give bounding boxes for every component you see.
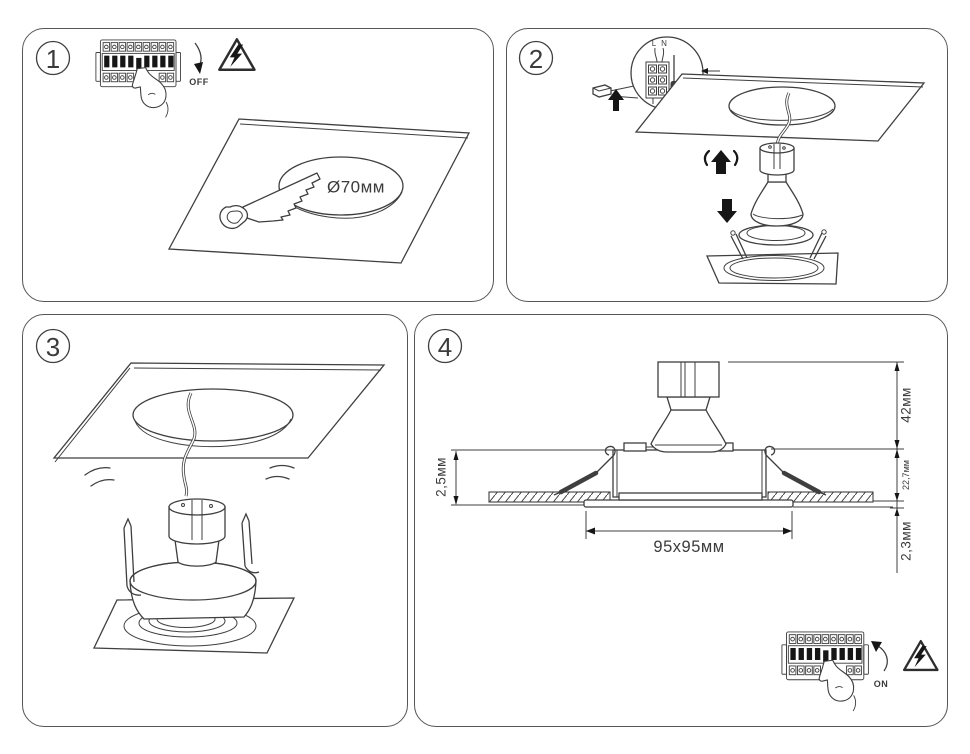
step-panel-2: 2 L N: [506, 28, 948, 302]
terminal-live-label: L: [652, 39, 657, 48]
lamp-bulb: [650, 409, 727, 453]
callout-pointer-arrow: [701, 68, 708, 74]
step-panel-3: 3: [22, 314, 408, 727]
step3-illustration: 3: [35, 328, 386, 654]
step-panel-1: 1 OFF Ø70мм: [22, 28, 494, 302]
on-label: ON: [874, 679, 889, 689]
motion-marks: [84, 464, 295, 487]
hole-diameter-label: Ø70мм: [327, 178, 385, 197]
spring-arms: [553, 445, 827, 496]
dim-recess-label: 22,7мм: [901, 460, 911, 490]
step4-illustration: 4 42мм: [427, 328, 939, 712]
wiring-callout: L N: [609, 36, 720, 110]
electric-warning-triangle-icon: [218, 38, 256, 71]
lamp-holder: [657, 361, 720, 398]
on-switch-arrow: [871, 641, 888, 672]
terminal-neutral-label: N: [661, 39, 667, 48]
circuit-breaker-icon: [95, 39, 182, 118]
up-arrow-icon: [608, 89, 624, 111]
dimension-right-chain: 42мм 22,7мм 2,3мм: [890, 361, 914, 573]
dim-cutout-label: 95x95мм: [653, 538, 724, 556]
lamp-holder: [759, 142, 795, 176]
step-panel-4: 4 42мм: [414, 314, 948, 727]
spring-clips: [123, 512, 260, 596]
spring-clips: [730, 229, 827, 260]
cable-connector-icon: [592, 84, 612, 98]
circuit-breaker-icon: [781, 631, 869, 712]
dimension-cutout: 95x95мм: [585, 511, 793, 556]
supply-cable: [775, 92, 792, 146]
step-number-badge: 1: [35, 40, 71, 76]
electric-warning-triangle-icon: [902, 639, 939, 672]
lamp-holder: [168, 498, 226, 545]
step1-illustration: 1 OFF Ø70мм: [35, 38, 471, 264]
supply-cable: [181, 392, 197, 497]
ceiling-cross-section: [488, 491, 874, 503]
step-number: 4: [438, 332, 452, 362]
spotlight-fixture: [706, 142, 839, 285]
off-switch-arrow: [194, 42, 203, 74]
dim-clearance-label: 2,5мм: [434, 457, 449, 497]
step-number-badge: 2: [518, 40, 554, 76]
twist-up-arrow-icon: [703, 149, 739, 174]
step-number: 2: [529, 44, 543, 74]
dim-trim-label: 2,3мм: [899, 521, 914, 561]
dimension-left: 2,5мм: [434, 451, 459, 505]
step-number-badge: 4: [427, 328, 463, 364]
fixture-cross-section: [553, 361, 827, 508]
down-arrow-icon: [717, 199, 737, 223]
spotlight-fixture: [92, 498, 296, 654]
step-number: 1: [46, 44, 60, 74]
keyhole-saw-icon: [219, 172, 321, 230]
trim-plate: [583, 499, 794, 508]
dim-height-label: 42мм: [899, 387, 914, 423]
extension-lines: [451, 361, 893, 508]
step2-illustration: 2 L N: [518, 36, 926, 285]
terminal-block-icon: [645, 61, 670, 104]
ceiling-panel: [52, 362, 386, 463]
fixture-body: [612, 449, 767, 498]
ceiling-panel: [634, 73, 926, 142]
step-number-badge: 3: [35, 328, 71, 364]
step-number: 3: [46, 332, 60, 362]
off-label: OFF: [189, 77, 209, 87]
ceiling-panel-with-cutout: Ø70мм: [167, 118, 471, 264]
